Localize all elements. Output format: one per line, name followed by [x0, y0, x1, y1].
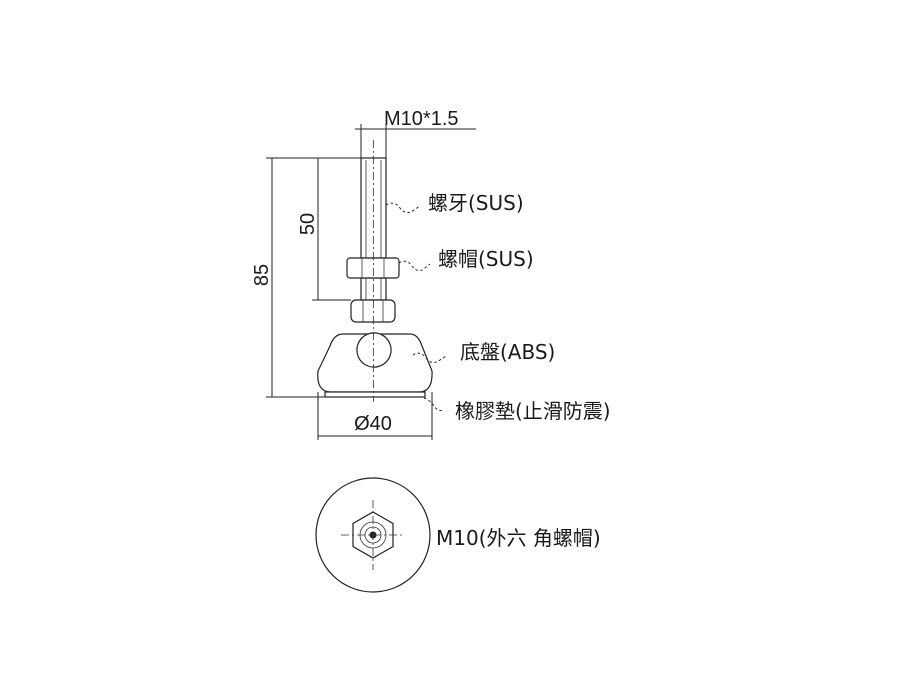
base-diameter-dimension: Ø40 — [317, 392, 433, 440]
callout-pad: 橡膠墊(止滑防震) — [423, 397, 611, 423]
callout-thread-label: 螺牙(SUS) — [428, 191, 524, 215]
thread-spec-dimension: M10*1.5 — [355, 108, 476, 158]
callout-nut-label: 螺帽(SUS) — [438, 247, 534, 271]
callout-thread: 螺牙(SUS) — [385, 191, 524, 215]
total-height-dimension: 85 — [251, 157, 325, 398]
base-diameter-label: Ø40 — [354, 413, 392, 435]
thread-length-label: 50 — [297, 213, 319, 235]
callout-pad-label: 橡膠墊(止滑防震) — [455, 399, 611, 423]
callout-base: 底盤(ABS) — [412, 340, 555, 364]
thread-length-dimension: 50 — [297, 157, 361, 301]
callout-base-label: 底盤(ABS) — [460, 340, 555, 364]
base-disc — [317, 332, 433, 393]
callout-nut: 螺帽(SUS) — [398, 247, 534, 272]
total-height-label: 85 — [251, 264, 273, 286]
thread-spec-label: M10*1.5 — [384, 108, 459, 130]
bottom-view: M10(外六 角螺帽) — [315, 477, 601, 593]
bottom-view-label: M10(外六 角螺帽) — [436, 526, 601, 550]
ball-housing — [350, 299, 396, 323]
rubber-pad — [324, 391, 426, 398]
hex-nut — [346, 257, 400, 279]
